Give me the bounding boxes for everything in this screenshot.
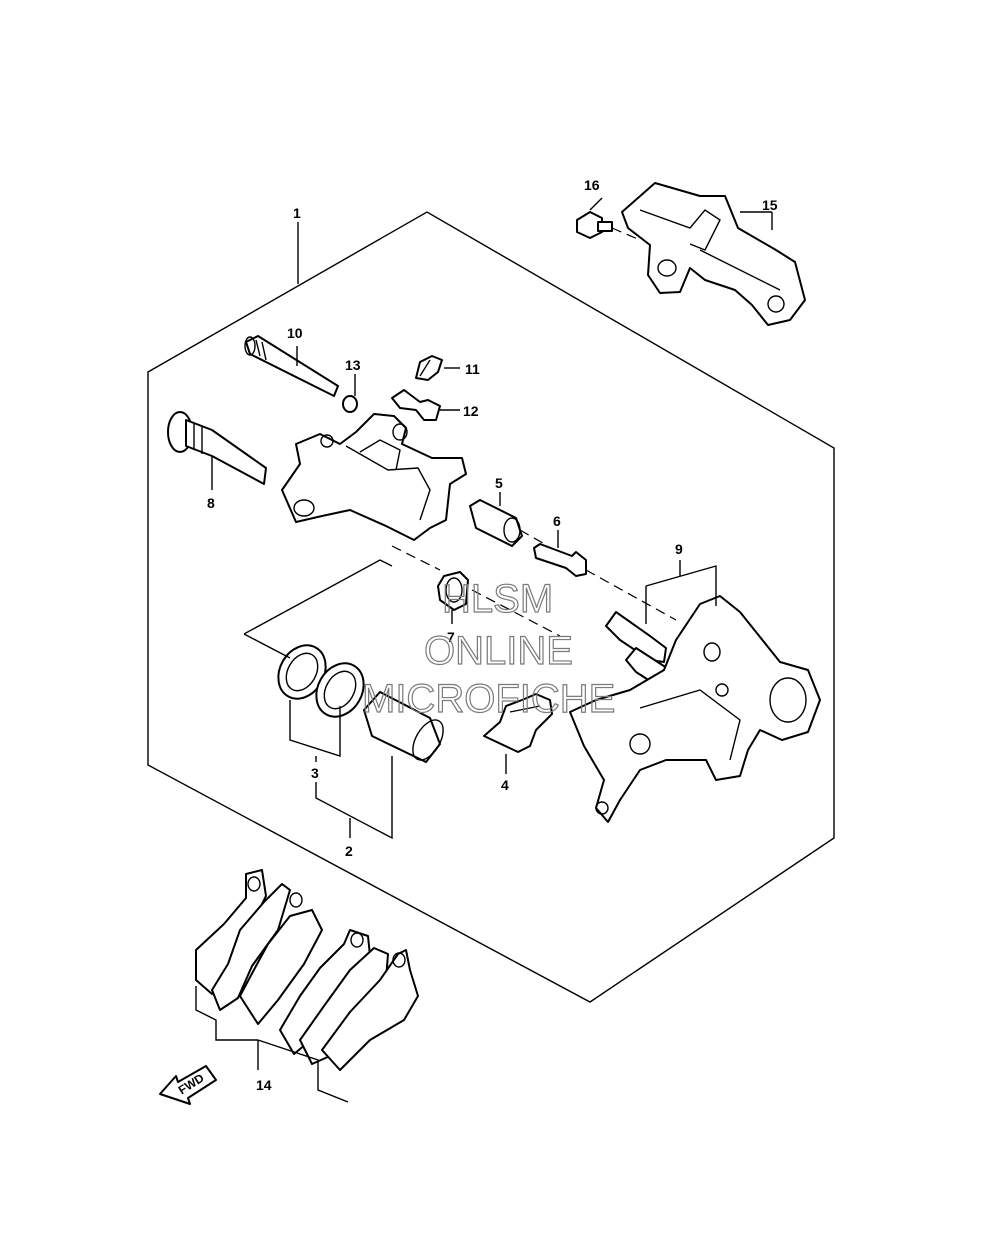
part-14-brake-pads	[195, 869, 419, 1071]
callout-14: 14	[256, 1077, 272, 1093]
watermark-line-2: ONLINE	[424, 629, 573, 673]
caliper-assembly-boundary	[147, 211, 835, 1003]
fwd-direction-arrow: FWD	[159, 1065, 217, 1105]
part-8-large-pin	[167, 411, 267, 485]
callout-13: 13	[345, 357, 361, 373]
callout-5: 5	[495, 475, 503, 491]
callout-6: 6	[553, 513, 561, 529]
callout-12: 12	[463, 403, 479, 419]
part-5-sleeve	[469, 499, 523, 547]
watermark-line-3: MICROFICHE	[362, 677, 615, 721]
callout-3: 3	[311, 765, 319, 781]
part-13-o-ring	[342, 395, 358, 413]
part-10-slide-pin	[244, 335, 339, 397]
callout-9: 9	[675, 541, 683, 557]
caliper-body	[281, 413, 467, 541]
caliper-support-bracket	[569, 595, 821, 823]
part-12-bleeder-cap	[391, 389, 441, 421]
part-16-bolt	[576, 211, 641, 241]
part-7-boot	[437, 571, 469, 611]
part-15-bracket	[621, 182, 806, 326]
callout-2: 2	[345, 843, 353, 859]
callout-1: 1	[293, 205, 301, 221]
leader-lines	[195, 197, 773, 1103]
callout-11: 11	[465, 361, 480, 377]
callout-8: 8	[207, 495, 215, 511]
watermark-line-1: HLSM	[442, 577, 553, 621]
part-3-piston-seals	[277, 644, 365, 718]
part-6-pin-bolt	[533, 543, 587, 577]
part-4-pad-spring	[483, 693, 553, 753]
watermark: HLSM ONLINE MICROFICHE	[361, 576, 616, 721]
part-2-piston	[363, 691, 444, 763]
callout-7: 7	[447, 629, 455, 645]
part-11-bleeder	[415, 355, 443, 381]
alignment-lines	[243, 529, 677, 659]
callout-10: 10	[287, 325, 303, 341]
callout-15: 15	[762, 197, 778, 213]
callout-16: 16	[584, 177, 600, 193]
callout-4: 4	[501, 777, 509, 793]
callout-labels: 1 2 3 4 5 6 7 8 9 10 11 12 13 14 15 16	[207, 177, 778, 1093]
